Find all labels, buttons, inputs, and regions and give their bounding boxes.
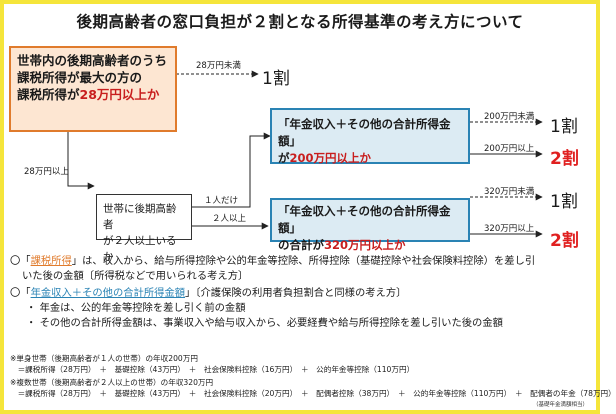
taxable-income-box: 世帯内の後期高齢者のうち 課税所得が最大の方の 課税所得が28万円以上か: [9, 46, 177, 132]
source-note: （基礎年金満額相当）: [532, 402, 588, 408]
result-1wari-a: 1割: [262, 69, 290, 89]
result-1wari-c: 1割: [550, 192, 578, 212]
result-2wari-a: 2割: [550, 149, 579, 169]
note-bullet-other: ・ その他の合計所得金額は、事業収入や給与収入から、必要経費や給与所得控除を差し…: [26, 317, 503, 329]
label-over320: 320万円以上: [484, 224, 535, 234]
threshold-28: 28万円以上か: [79, 87, 160, 102]
label-over28: 28万円以上: [24, 167, 69, 177]
footnotes: ※単身世帯（後期高齢者が１人の世帯）の年収200万円 ＝課税所得（28万円） ＋…: [10, 354, 616, 399]
label-over200: 200万円以上: [484, 144, 535, 154]
arrow-one: [192, 132, 271, 208]
note-bullet-pension: ・ 年金は、公的年金等控除を差し引く前の金額: [26, 302, 246, 314]
footnote-multi: ※複数世帯（後期高齢者が２人以上の世帯）の年収320万円: [10, 378, 214, 387]
note-taxable: 〇「課税所得」は、収入から、給与所得控除や公的年金等控除、所得控除（基礎控除や社…: [10, 255, 536, 267]
income-320-box: 「年金収入＋その他の合計所得金額」 の合計が320万円以上か: [270, 198, 470, 252]
result-1wari-b: 1割: [550, 117, 578, 137]
box1-line2: 課税所得が最大の方の: [17, 70, 143, 85]
label-under28: 28万円未満: [196, 61, 241, 71]
question-box: 世帯に後期高齢者 が２人以上いるか: [96, 194, 192, 263]
term-pension-income: 年金収入＋その他の合計所得金額: [30, 287, 186, 299]
threshold-320: 320万円以上か: [324, 238, 406, 252]
footnote-single: ※単身世帯（後期高齢者が１人の世帯）の年収200万円: [10, 354, 198, 363]
label-under200: 200万円未満: [484, 112, 535, 122]
box1-line3: 課税所得が28万円以上か: [17, 87, 160, 102]
term-taxable-income: 課税所得: [30, 255, 72, 267]
footnote-multi-calc: ＝課税所得（28万円） ＋ 基礎控除（43万円） ＋ 社会保険料控除（20万円）…: [10, 388, 616, 398]
note-pension: 〇「年金収入＋その他の合計所得金額」〔介護保険の利用者負担割合と同様の考え方〕: [10, 287, 407, 299]
label-one: １人だけ: [204, 196, 239, 206]
arrow-over28: [67, 132, 95, 190]
threshold-200: 200万円以上か: [289, 151, 372, 165]
note-taxable-cont: いた後の金額〔所得税などで用いられる考え方〕: [22, 270, 249, 282]
label-under320: 320万円未満: [484, 187, 535, 197]
label-two: ２人以上: [212, 214, 247, 224]
flow-connectors: [67, 70, 543, 238]
footnote-single-calc: ＝課税所得（28万円） ＋ 基礎控除（43万円） ＋ 社会保険料控除（16万円）…: [10, 364, 415, 374]
box1-line1: 世帯内の後期高齢者のうち: [17, 53, 168, 68]
income-200-box: 「年金収入＋その他の合計所得金額」 が200万円以上か: [270, 108, 470, 165]
explanation-notes: 〇「課税所得」は、収入から、給与所得控除や公的年金等控除、所得控除（基礎控除や社…: [10, 254, 590, 331]
result-2wari-b: 2割: [550, 231, 579, 251]
page-title: 後期高齢者の窓口負担が２割となる所得基準の考え方について: [76, 13, 524, 31]
